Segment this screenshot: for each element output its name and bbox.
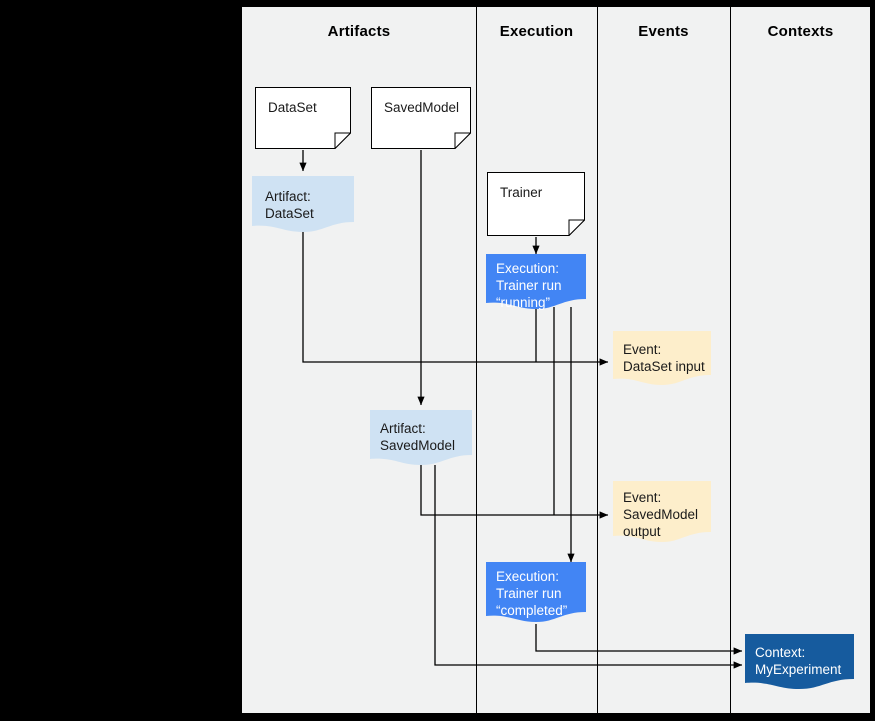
node-label: Trainer xyxy=(500,185,543,200)
node-label: Context: MyExperiment xyxy=(755,645,842,677)
context-shape xyxy=(745,634,854,689)
lane-divider-artifacts-execution xyxy=(476,7,477,713)
node-trainer-type[interactable]: Trainer xyxy=(487,172,586,237)
node-label: Artifact: DataSet xyxy=(265,189,314,221)
artifact-shape xyxy=(370,410,472,465)
execution-shape xyxy=(486,254,586,309)
node-label: Event: SavedModel output xyxy=(623,490,699,539)
event-shape xyxy=(613,481,711,542)
node-execution-completed[interactable]: Execution: Trainer run “completed” xyxy=(486,562,586,625)
node-label: Execution: Trainer run “completed” xyxy=(496,569,568,618)
document-shape xyxy=(255,87,352,150)
lane-divider-execution-events xyxy=(597,7,598,713)
node-artifact-savedmodel[interactable]: Artifact: SavedModel xyxy=(370,410,472,468)
lane-header-events: Events xyxy=(638,23,689,40)
node-savedmodel-type[interactable]: SavedModel xyxy=(371,87,472,150)
lane-header-artifacts: Artifacts xyxy=(327,23,391,40)
node-dataset-type[interactable]: DataSet xyxy=(255,87,352,150)
lane-divider-events-contexts xyxy=(730,7,731,713)
node-label: DataSet xyxy=(268,100,317,115)
node-label: Event: DataSet input xyxy=(623,342,705,374)
lane-header-execution: Execution xyxy=(499,23,574,40)
node-event-savedmodel-output[interactable]: Event: SavedModel output xyxy=(613,481,711,545)
node-event-dataset-input[interactable]: Event: DataSet input xyxy=(613,331,711,387)
document-shape xyxy=(487,172,586,237)
document-shape xyxy=(371,87,472,150)
node-execution-running[interactable]: Execution: Trainer run “running” xyxy=(486,254,586,312)
node-artifact-dataset[interactable]: Artifact: DataSet xyxy=(252,176,354,234)
event-shape xyxy=(613,331,711,385)
artifact-shape xyxy=(252,176,354,232)
node-context-myexperiment[interactable]: Context: MyExperiment xyxy=(745,634,854,692)
node-label: Artifact: SavedModel xyxy=(380,421,456,453)
node-label: Execution: Trainer run “running” xyxy=(496,261,562,310)
node-label: SavedModel xyxy=(384,100,460,115)
lane-header-contexts: Contexts xyxy=(767,23,834,40)
execution-shape xyxy=(486,562,586,622)
